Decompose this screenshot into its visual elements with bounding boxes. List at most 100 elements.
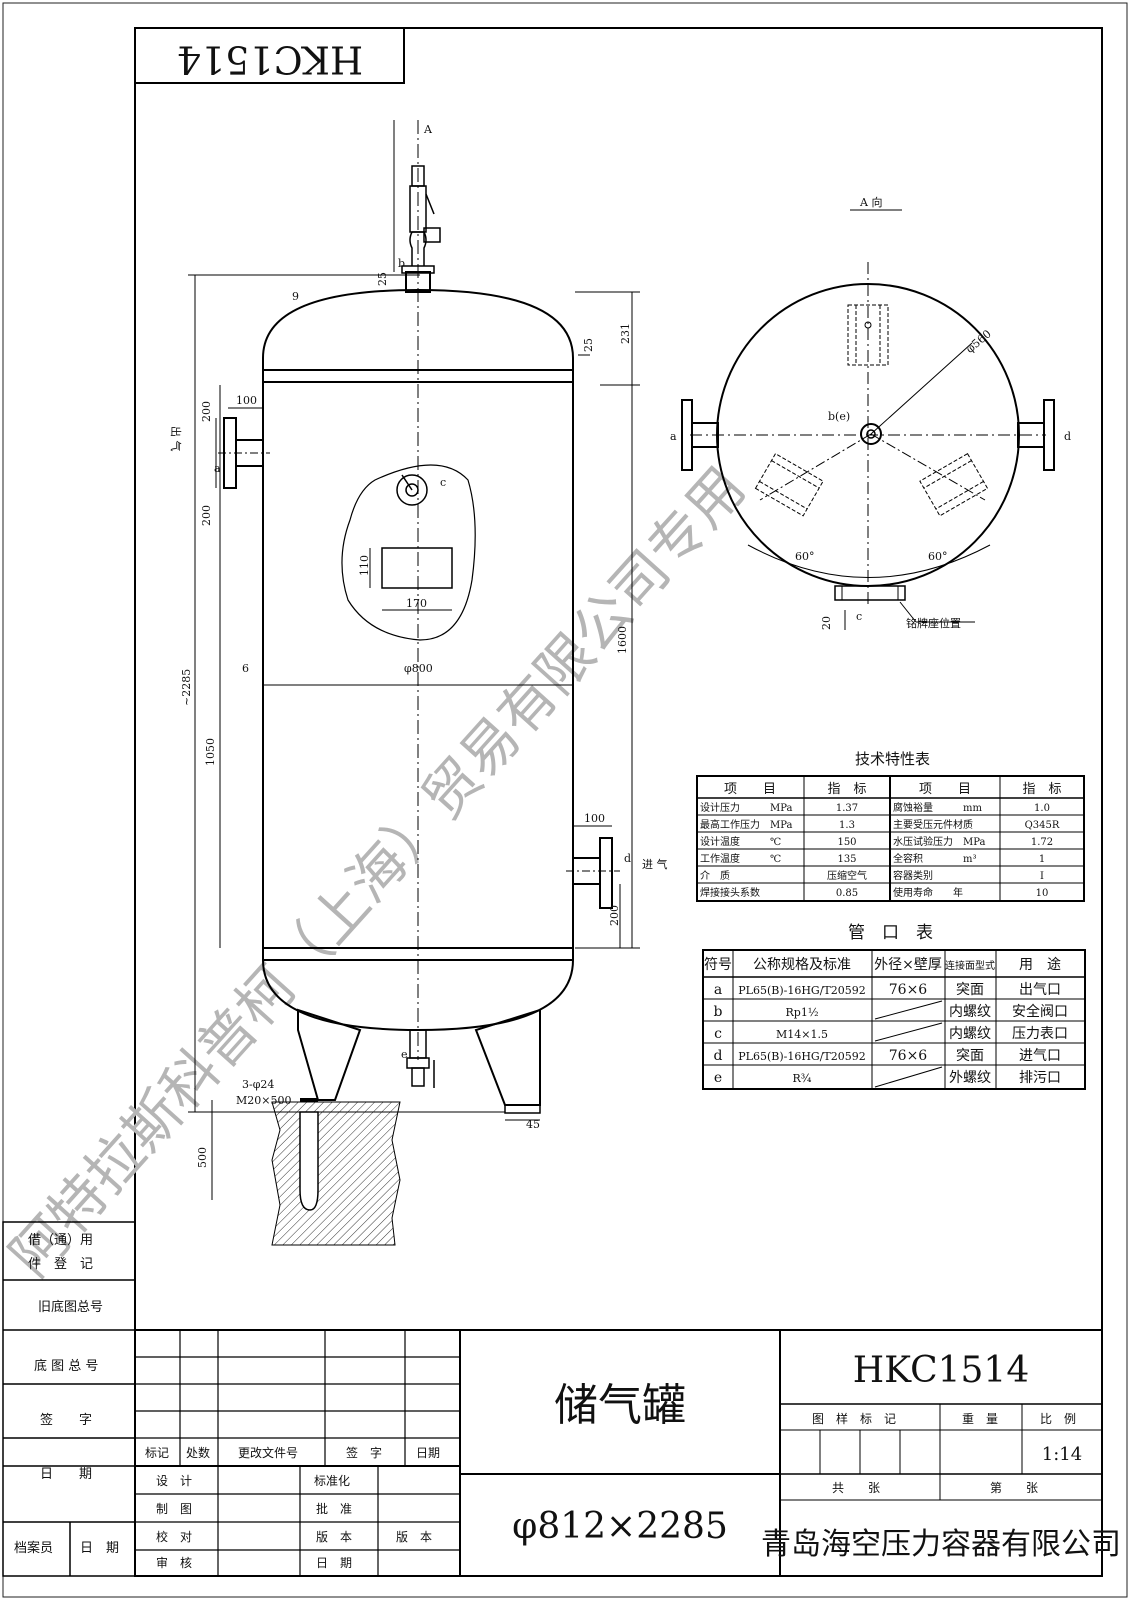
- dim-100-left: 100: [236, 394, 257, 407]
- dim-231: 231: [619, 323, 632, 344]
- inlet-text: 进 气: [642, 857, 668, 871]
- tech-cell: 水压试验压力 MPa: [893, 835, 986, 848]
- dim-6: 6: [242, 662, 249, 675]
- nozzle-header-cell: 公称规格及标准: [753, 957, 851, 973]
- tech-cell: 主要受压元件材质: [893, 818, 973, 831]
- signoff-design: 设 计: [156, 1474, 192, 1488]
- dim-200-lower: 200: [200, 505, 213, 526]
- view-a-dim-20: 20: [820, 616, 833, 630]
- view-a-port-a: a: [670, 430, 677, 443]
- nozzle-cell: 76×6: [889, 982, 928, 998]
- signature-label: 签 字: [40, 1412, 92, 1428]
- tech-header-cell: 指 标: [827, 782, 866, 797]
- borrow-label-1: 借（通）用: [28, 1233, 93, 1248]
- nozzle-cell: Rp1½: [786, 1006, 819, 1019]
- tech-cell: 容器类别: [893, 869, 933, 882]
- view-a-labels: A 向 φ560 b(e) 60° 60° 20 a d c 铭牌座位置: [670, 195, 1071, 630]
- label-e: e: [401, 1048, 408, 1061]
- signoff-check: 校 对: [156, 1529, 192, 1544]
- nozzle-header-cell: 用 途: [1019, 956, 1061, 973]
- tech-cell: 最高工作压力 MPa: [700, 818, 793, 831]
- nozzle-cell: R¾: [793, 1072, 812, 1085]
- rev-date: 日期: [416, 1446, 440, 1460]
- dim-500: 500: [196, 1147, 209, 1168]
- view-a-angle-left: 60°: [795, 550, 815, 563]
- rotated-drawing-number-box: HKC1514: [134, 27, 405, 84]
- tech-cell: 1.0: [1034, 803, 1050, 814]
- tech-cell: 设计温度 ℃: [700, 835, 781, 848]
- nozzle-cell: 外螺纹: [949, 1070, 991, 1086]
- signoff-version-2: 版 本: [396, 1530, 432, 1544]
- nozzle-cell: 排污口: [1019, 1070, 1061, 1086]
- tech-cell: Q345R: [1025, 820, 1060, 831]
- sheet-number: 第 张: [990, 1481, 1038, 1495]
- dim-200-right: 200: [608, 905, 621, 926]
- nozzle-table-title: 管 口 表: [848, 923, 933, 943]
- dim-110: 110: [358, 555, 371, 576]
- nozzle-cell: 压力表口: [1012, 1026, 1068, 1042]
- archivist-date-label: 日 期: [80, 1541, 119, 1556]
- scale-label: 比 例: [1040, 1412, 1076, 1426]
- rotated-drawing-number: HKC1514: [177, 38, 363, 82]
- tech-cell: 135: [837, 854, 856, 865]
- archivist-label: 档案员: [14, 1541, 53, 1556]
- dim-9: 9: [292, 290, 299, 303]
- nozzle-cell: 出气口: [1019, 982, 1061, 998]
- nozzle-cell: 突面: [956, 982, 984, 998]
- view-a-angle-right: 60°: [928, 550, 948, 563]
- scale-value: 1:14: [1042, 1444, 1082, 1465]
- signoff-date: 日 期: [316, 1556, 352, 1570]
- tech-cell: 焊接接头系数: [700, 886, 760, 899]
- tech-header-cell: 项 目: [919, 782, 971, 797]
- nozzle-cell: 突面: [956, 1048, 984, 1064]
- nozzle-cell: e: [714, 1070, 722, 1086]
- view-arrow-a: A: [423, 123, 433, 136]
- signoff-review: 审 核: [156, 1555, 192, 1570]
- view-a-center-label: b(e): [828, 410, 850, 423]
- tech-header-cell: 指 标: [1022, 782, 1061, 797]
- company-name: 青岛海空压力容器有限公司: [761, 1527, 1121, 1562]
- nozzle-header-cell: 连接面型式: [945, 959, 995, 972]
- elevation-labels: A b c a d e 出 气 进 气 25 25 231 9 100 200 …: [169, 123, 668, 1168]
- rev-count: 处数: [186, 1445, 210, 1460]
- rev-file: 更改文件号: [238, 1445, 298, 1460]
- tech-cell: 1: [1039, 854, 1045, 865]
- view-a-port-d: d: [1064, 430, 1071, 443]
- outlet-text: 出 气: [169, 426, 183, 452]
- borrow-label-2: 件 登 记: [28, 1257, 93, 1272]
- nozzle-cell: 内螺纹: [949, 1026, 991, 1042]
- tech-cell: 介 质: [700, 870, 730, 882]
- dim-100-right: 100: [584, 812, 605, 825]
- tech-cell: 设计压力 MPa: [700, 801, 793, 814]
- dim-total-height: ~2285: [180, 669, 193, 706]
- nozzle-cell: c: [714, 1026, 722, 1042]
- rev-sign: 签 字: [346, 1445, 382, 1460]
- tech-cell: 压缩空气: [827, 869, 867, 882]
- label-a: a: [214, 462, 221, 475]
- tech-cell: 工作温度 ℃: [700, 852, 781, 865]
- nozzle-cell: PL65(B)-16HG/T20592: [738, 1050, 866, 1063]
- view-a-title: A 向: [859, 195, 882, 209]
- weight-label: 重 量: [962, 1412, 998, 1426]
- base-number: 底 图 总 号: [34, 1358, 98, 1374]
- left-registration-block: [2, 1221, 136, 1577]
- tech-cell: 腐蚀裕量 mm: [893, 801, 982, 814]
- sample-mark-label: 图 样 标 记: [812, 1411, 896, 1426]
- nozzle-header-cell: 外径×壁厚: [874, 957, 942, 973]
- tech-cell: 使用寿命 年: [893, 886, 963, 899]
- dim-25-top: 25: [376, 272, 389, 286]
- nozzle-cell: a: [714, 982, 722, 998]
- total-sheets: 共 张: [832, 1481, 880, 1495]
- dim-25-side: 25: [582, 338, 595, 352]
- nozzle-cell: PL65(B)-16HG/T20592: [738, 984, 866, 997]
- dim-dia-800: φ800: [404, 662, 433, 675]
- tech-cell: 10: [1036, 888, 1049, 899]
- revision-grid: [134, 1329, 461, 1577]
- revision-labels: 标记 处数 更改文件号 签 字 日期 设 计 制 图 校 对 审 核 标准化 批…: [145, 1445, 440, 1570]
- tank-elevation: [218, 120, 620, 1246]
